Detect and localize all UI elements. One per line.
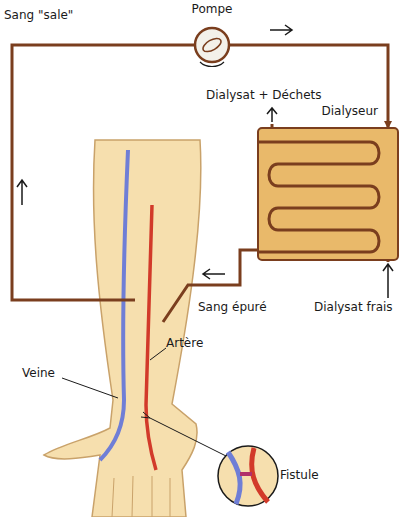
- dialyser: Dialyseur: [250, 104, 406, 264]
- vessel-label: Artère: [166, 336, 203, 350]
- blood-tube: [12, 45, 195, 300]
- leader-line: [150, 348, 166, 360]
- pump: Pompe: [182, 2, 242, 68]
- fistula-closeup: Fistule: [214, 440, 344, 510]
- node-label: Dialyseur: [321, 104, 378, 118]
- node-label: Fistule: [280, 468, 319, 482]
- arm: [44, 140, 201, 517]
- blood-tube: [229, 45, 388, 128]
- vein: [100, 150, 128, 460]
- node-label: Pompe: [182, 2, 242, 16]
- flow-label: Sang "sale": [4, 8, 73, 22]
- fluid-label: Dialysat + Déchets: [206, 88, 322, 102]
- artery: [146, 205, 156, 470]
- leader-line: [150, 418, 230, 458]
- fluid-label: Dialysat frais: [314, 300, 393, 314]
- fistula-closeup-shape: [214, 440, 344, 510]
- leader-line: [62, 378, 118, 398]
- flow-label: Sang épuré: [198, 300, 267, 314]
- vessel-label: Veine: [22, 366, 55, 380]
- dialyser-shape: [250, 104, 406, 264]
